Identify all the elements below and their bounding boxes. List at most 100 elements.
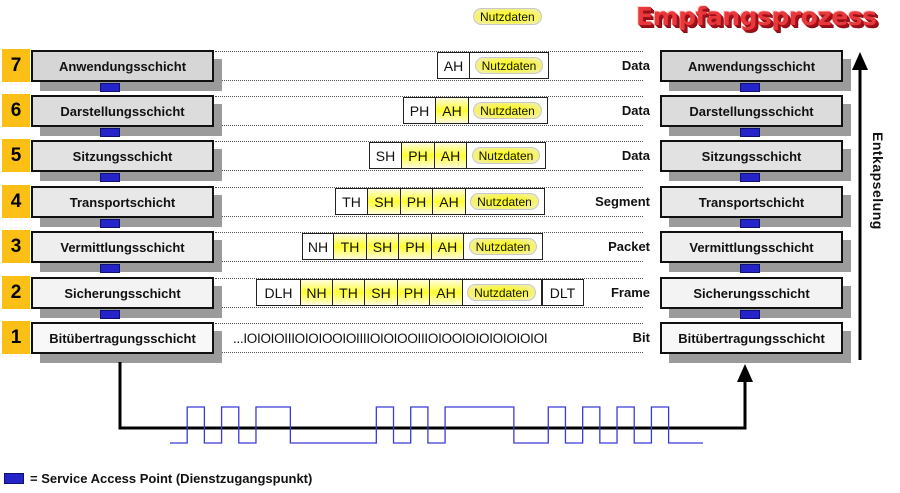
header-ph: PH [399, 188, 434, 215]
layer-box-sender: Bitübertragungsschicht [31, 322, 214, 354]
layer-number-badge: 3 [2, 230, 30, 263]
row-guide-top [215, 187, 643, 188]
footer-legend: = Service Access Point (Dienstzugangspun… [4, 471, 312, 486]
layer-box-receiver: Vermittlungsschicht [660, 231, 843, 263]
row-guide-top [215, 96, 643, 97]
header-th: TH [331, 279, 366, 306]
header-ph: PH [396, 279, 431, 306]
pdu-unit-label: Data [621, 148, 650, 163]
layer-number-badge: 6 [2, 94, 30, 127]
layer-box-sender: Sicherungsschicht [31, 277, 214, 309]
diagram-title: Empfangsprozess [636, 2, 877, 31]
sap-icon [100, 83, 120, 92]
row-guide-bottom [215, 216, 643, 217]
row-guide-bottom [215, 352, 643, 353]
layer-box-receiver: Transportschicht [660, 186, 843, 218]
row-guide-top [215, 141, 643, 142]
row-guide-top [215, 232, 643, 233]
sap-icon [740, 128, 760, 137]
header-ah: AH [429, 279, 463, 306]
layer-number-badge: 4 [2, 185, 30, 218]
layer-number-badge: 5 [2, 139, 30, 172]
sap-icon [740, 83, 760, 92]
sap-icon [740, 173, 760, 182]
header-ph: PH [398, 233, 432, 260]
row-guide-bottom [215, 80, 643, 81]
payload-cell: Nutzdaten [464, 188, 545, 215]
row-guide-bottom [215, 125, 643, 126]
header-sh: SH [368, 142, 403, 169]
header-ah: AH [435, 97, 469, 124]
layer-box-sender: Transportschicht [31, 186, 214, 218]
transmission-arrow-head [737, 364, 753, 382]
payload-cell: Nutzdaten [463, 233, 543, 260]
header-ah: AH [433, 142, 468, 169]
row-guide-bottom [215, 307, 643, 308]
payload-label: Nutzdaten [471, 147, 541, 164]
pdu-unit-label: Data [621, 103, 650, 118]
header-sh: SH [367, 188, 401, 215]
bitstream: ...IOIOIOIIIOIOIOOIOIIIIOIOIOOIIIOIOOIOI… [233, 331, 548, 346]
sap-icon [100, 128, 120, 137]
pdu-unit-label: Packet [608, 239, 650, 254]
layer-box-receiver: Sicherungsschicht [660, 277, 843, 309]
payload-label: Nutzdaten [467, 284, 536, 301]
pdu-unit-label: Segment [595, 194, 650, 209]
pdu-unit-label: Bit [632, 330, 650, 345]
sap-icon [740, 219, 760, 228]
payload-cell: Nutzdaten [467, 97, 548, 124]
header-ah: AH [436, 52, 471, 79]
layer-number-badge: 2 [2, 276, 30, 309]
signal-waveform [170, 406, 703, 444]
entkapselung-arrow-head [852, 52, 868, 70]
sap-icon [100, 310, 120, 319]
row-guide-bottom [215, 261, 643, 262]
sap-icon [100, 264, 120, 273]
layer-number-badge: 7 [2, 49, 30, 82]
sap-icon [740, 310, 760, 319]
layer-box-receiver: Bitübertragungsschicht [660, 322, 843, 354]
header-ph: PH [402, 97, 437, 124]
header-sh: SH [364, 279, 398, 306]
layer-box-sender: Sitzungsschicht [31, 140, 214, 172]
sap-icon [4, 473, 24, 484]
payload-cell: Nutzdaten [466, 142, 546, 169]
header-th: TH [333, 233, 367, 260]
trailer-dlt: DLT [541, 279, 584, 306]
sap-icon [100, 219, 120, 228]
header-ah: AH [432, 188, 466, 215]
header-ph: PH [401, 142, 435, 169]
sap-icon [100, 173, 120, 182]
payload-cell: Nutzdaten [469, 52, 549, 79]
payload-cell: Nutzdaten [461, 279, 542, 306]
layer-box-sender: Vermittlungsschicht [31, 231, 214, 263]
header-sh: SH [365, 233, 400, 260]
header-dlh: DLH [255, 279, 302, 306]
row-guide-bottom [215, 170, 643, 171]
row-guide-top [215, 323, 643, 324]
row-guide-top [215, 51, 643, 52]
pdu-unit-label: Data [621, 58, 650, 73]
layer-box-sender: Darstellungsschicht [31, 95, 214, 127]
payload-label: Nutzdaten [473, 102, 542, 119]
layer-box-sender: Anwendungsschicht [31, 50, 214, 82]
layer-box-receiver: Anwendungsschicht [660, 50, 843, 82]
direction-label: Entkapselung [870, 132, 886, 230]
row-guide-top [215, 278, 643, 279]
footer-text: = Service Access Point (Dienstzugangspun… [30, 471, 313, 486]
header-ah: AH [430, 233, 465, 260]
payload-label: Nutzdaten [474, 57, 544, 74]
transmission-path [118, 362, 747, 430]
payload-label: Nutzdaten [468, 238, 538, 255]
payload-label: Nutzdaten [470, 193, 539, 210]
header-nh: NH [300, 279, 333, 306]
sap-icon [740, 264, 760, 273]
layer-box-receiver: Darstellungsschicht [660, 95, 843, 127]
